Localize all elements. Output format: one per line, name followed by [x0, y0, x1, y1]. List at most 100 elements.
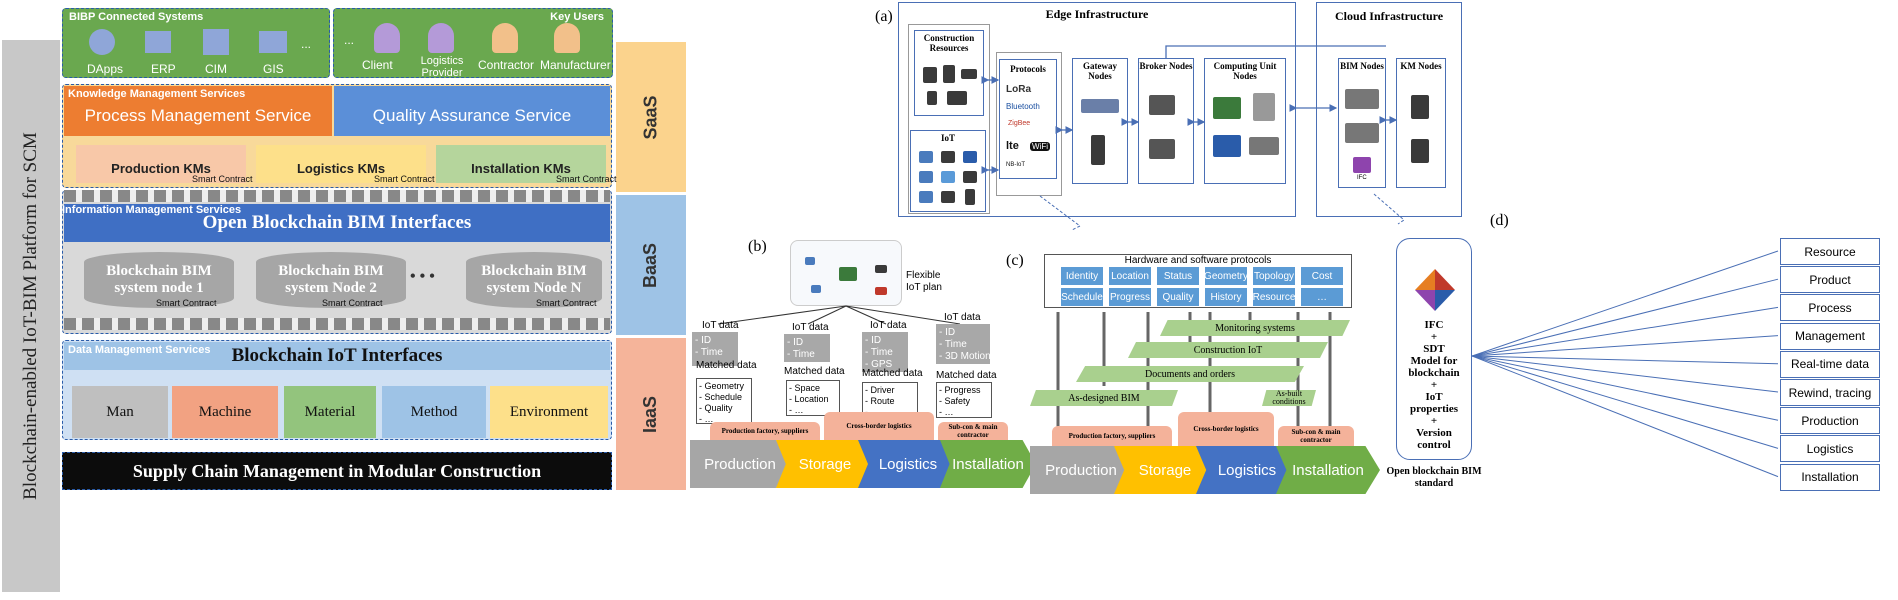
- broker-nodes: Broker Nodes: [1138, 58, 1194, 184]
- attribute-cell: Identity: [1060, 266, 1104, 286]
- sensor-icon: [919, 151, 933, 163]
- col2-iot: - ID - Time: [784, 334, 830, 362]
- factor-method: Method: [382, 386, 486, 438]
- standard-item: Production: [1780, 407, 1880, 435]
- open-bim-interfaces: Open Blockchain BIM Interfaces: [64, 204, 610, 242]
- attribute-cell: Quality: [1156, 287, 1200, 307]
- computer-icon: [1253, 93, 1275, 121]
- sensor-icon: [875, 287, 887, 295]
- iot-interfaces: Blockchain IoT Interfaces: [64, 342, 610, 370]
- standard-center-line: +: [1430, 331, 1438, 343]
- quality-assurance-service: Quality Assurance Service: [334, 86, 610, 136]
- computing-title: Computing Unit Nodes: [1213, 61, 1277, 81]
- server-icon: [1411, 139, 1429, 163]
- panel-b-lines: [717, 305, 961, 325]
- server-icon: [1411, 95, 1429, 119]
- infrastructure-connectors: [981, 45, 1398, 231]
- standard-item: Process: [1780, 294, 1880, 322]
- standard-center-line: SDT: [1423, 343, 1445, 355]
- col2-title: IoT data: [792, 322, 829, 333]
- broker-title: Broker Nodes: [1139, 61, 1193, 71]
- chain-bottom: [64, 318, 610, 330]
- module-icon: [961, 69, 977, 79]
- col2-items: - Space - Location - …: [786, 380, 840, 416]
- server-icon: [1149, 139, 1175, 159]
- factor-environment: Environment: [490, 386, 608, 438]
- tree-connector: [1472, 306, 1779, 357]
- bibp-icons: [83, 29, 333, 57]
- side-bar: [2, 40, 60, 592]
- board-icon: [839, 267, 857, 281]
- battery-icon: [965, 189, 975, 205]
- protocols-box: Protocols LoRa Bluetooth ZigBee lte WiFi…: [996, 52, 1062, 196]
- stage-logistics: Logistics: [858, 440, 958, 488]
- bim-node-1: Blockchain BIM system node 1: [84, 252, 234, 308]
- standard-center-line: +: [1430, 415, 1438, 427]
- attribute-cell: …: [1300, 287, 1344, 307]
- stage-production-c: Production: [1030, 446, 1132, 494]
- layer-baas: BaaS: [616, 195, 686, 335]
- board-icon: [1213, 97, 1241, 119]
- bim-server-icon: [1345, 89, 1379, 109]
- lte-icon: lte: [1006, 140, 1019, 152]
- wifi-icon: WiFi: [1030, 142, 1050, 151]
- protocols: Protocols LoRa Bluetooth ZigBee lte WiFi…: [999, 59, 1057, 179]
- iot-devices: IoT: [910, 130, 986, 212]
- col1-iot: - ID - Time: [692, 332, 738, 366]
- side-title: Blockchain-enabled IoT-BIM Platform for …: [20, 132, 41, 500]
- stage-installation: Installation: [940, 440, 1036, 488]
- stage-storage-c: Storage: [1114, 446, 1216, 494]
- km-logistics: Logistics KMs: [256, 145, 426, 183]
- key-user-logistics: Logistics Provider: [420, 55, 464, 79]
- board-icon: [1213, 135, 1241, 157]
- sensor-icon: [805, 257, 815, 265]
- board-icon: [963, 151, 977, 163]
- stage-installation-c: Installation: [1276, 446, 1380, 494]
- panel-d-tree: [1472, 250, 1779, 478]
- place-subcon: Sub-con & main contractor: [938, 422, 1008, 440]
- bibp-item-cim: CIM: [205, 62, 227, 76]
- attribute-cell: Schedule: [1060, 287, 1104, 307]
- gateway-icon: [1091, 135, 1105, 165]
- smart-contract-label: Smart Contract: [556, 174, 617, 184]
- km-nodes-title: KM Nodes: [1400, 61, 1442, 71]
- col4-iot: - ID - Time - 3D Motion: [936, 324, 991, 364]
- place-production-c: Production factory, suppliers: [1052, 426, 1172, 446]
- smart-contract-label: Smart Contract: [536, 298, 597, 308]
- stage-storage: Storage: [776, 440, 874, 488]
- standard-item: Resource: [1780, 238, 1880, 265]
- km-services-title: Knowledge Management Services: [68, 88, 246, 100]
- bluetooth-icon: Bluetooth: [1006, 102, 1040, 111]
- col1-title: IoT data: [702, 320, 739, 331]
- bim-node-n: Blockchain BIM system Node N: [466, 252, 602, 308]
- sensor-icon: [941, 191, 955, 203]
- camera-icon: [941, 151, 955, 163]
- bibp-item-erp: ERP: [151, 62, 176, 76]
- bibp-item-gis: GIS: [263, 62, 284, 76]
- dapps-icon: [89, 29, 115, 55]
- km-production: Production KMs: [76, 145, 246, 183]
- logistics-icon: [428, 23, 454, 53]
- zigbee-icon: ZigBee: [1008, 120, 1031, 127]
- panel-c-label: (c): [1006, 252, 1024, 269]
- sensor-icon: [919, 171, 933, 183]
- resources-group: [908, 24, 990, 214]
- chain-top: [64, 190, 610, 202]
- node-ellipsis: • • •: [410, 268, 435, 285]
- network-icon: [1081, 99, 1119, 113]
- board-icon: [919, 191, 933, 203]
- document-icon: [927, 91, 937, 105]
- factor-machine: Machine: [172, 386, 278, 438]
- stage-production: Production: [690, 440, 790, 488]
- key-users: Key Users ... Client Logistics Provider …: [333, 8, 613, 79]
- tree-connector: [1472, 355, 1779, 393]
- bim-nodes-title: BIM Nodes: [1340, 61, 1384, 71]
- tree-connector: [1472, 250, 1779, 357]
- bibp-item-dapps: DApps: [87, 62, 124, 76]
- col3-matched: Matched data: [862, 368, 923, 379]
- attribute-cell: Location: [1108, 266, 1152, 286]
- tree-connector: [1472, 355, 1779, 478]
- col4-title: IoT data: [944, 312, 981, 323]
